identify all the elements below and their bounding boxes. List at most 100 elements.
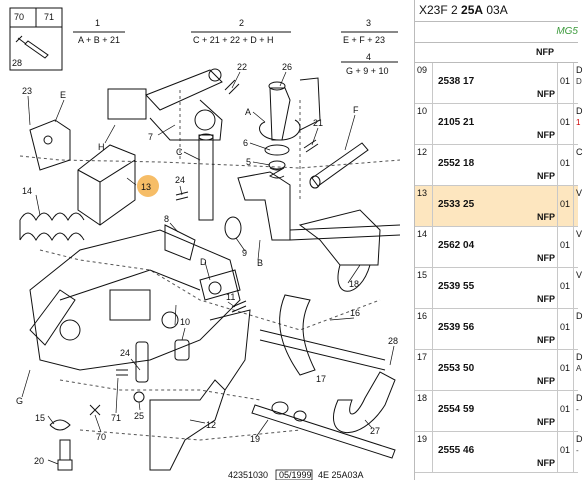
part-description: V	[573, 186, 583, 226]
part-position: 09	[415, 63, 433, 103]
legend-4-formula: G + 9 + 10	[346, 66, 389, 76]
part-position: 14	[415, 227, 433, 267]
part-position: 19	[415, 432, 433, 472]
part-nfp: NFP	[537, 89, 555, 99]
label-71: 71	[111, 413, 121, 423]
footer-date: 05/1999	[279, 470, 312, 480]
label-70: 70	[96, 432, 106, 442]
legend-1-formula: A + B + 21	[78, 35, 121, 45]
part-position: 18	[415, 391, 433, 431]
model-header: X23F 2 25A 03A	[415, 0, 578, 22]
legend-2-formula: C + 21 + 22 + D + H	[193, 35, 274, 45]
model-prefix: X23F 2	[419, 3, 462, 17]
part-reference[interactable]: 2538 17	[438, 76, 475, 87]
label-22: 22	[237, 62, 247, 72]
part-nfp: NFP	[537, 376, 555, 386]
part-quantity: 01	[557, 268, 573, 308]
part-description: D	[573, 104, 583, 144]
label-27: 27	[370, 426, 380, 436]
label-A: A	[245, 107, 251, 117]
part-description: D	[573, 391, 583, 431]
label-8: 8	[164, 214, 169, 224]
part-quantity: 01	[557, 350, 573, 390]
part-row[interactable]: 12 2552 18 NFP 01 C	[415, 145, 583, 186]
callout-highlight	[137, 175, 159, 197]
part-row[interactable]: 09 2538 17 NFP 01 D D	[415, 63, 583, 104]
part-position: 12	[415, 145, 433, 185]
part-row[interactable]: 16 2539 56 NFP 01 D	[415, 309, 583, 350]
part-nfp: NFP	[537, 253, 555, 263]
part-row[interactable]: 19 2555 46 NFP 01 D -	[415, 432, 583, 473]
part-nfp: NFP	[537, 130, 555, 140]
part-description: D	[573, 432, 583, 472]
part-description-extra: -	[576, 405, 579, 414]
corner-legend-28: 28	[12, 58, 23, 68]
corner-legend-70: 70	[14, 12, 25, 22]
part-reference[interactable]: 2552 18	[438, 158, 475, 169]
part-nfp: NFP	[537, 171, 555, 181]
part-quantity: 01	[557, 391, 573, 431]
part-description: V	[573, 227, 583, 267]
label-17: 17	[316, 374, 326, 384]
legend-1: 1	[95, 18, 101, 28]
part-reference[interactable]: 2554 59	[438, 404, 475, 415]
part-description: D	[573, 350, 583, 390]
gearbox-row: MG5	[415, 22, 578, 43]
part-row[interactable]: 15 2539 55 NFP 01 V	[415, 268, 582, 309]
part-nfp: NFP	[537, 417, 555, 427]
label-28: 28	[388, 336, 398, 346]
label-D: D	[200, 257, 207, 267]
gearbox-code: MG5	[556, 26, 578, 37]
part-nfp: NFP	[537, 335, 555, 345]
label-F: F	[353, 105, 359, 115]
legend-4: 4	[366, 52, 372, 62]
label-6: 6	[243, 138, 248, 148]
model-bold: 25A	[461, 3, 484, 17]
label-20: 20	[34, 456, 44, 466]
label-23a: 23	[22, 86, 32, 96]
part-reference[interactable]: 2539 55	[438, 281, 475, 292]
parts-list-panel: X23F 2 25A 03A MG5 NFP 09 2538 17 NFP 01…	[414, 0, 583, 480]
legend-3-formula: E + F + 23	[343, 35, 386, 45]
part-row[interactable]: 17 2553 50 NFP 01 D A	[415, 350, 583, 391]
part-nfp: NFP	[537, 294, 555, 304]
footer-ref: 42351030	[228, 470, 268, 480]
part-reference[interactable]: 2105 21	[438, 117, 475, 128]
corner-legend-71: 71	[44, 12, 55, 22]
part-description: C	[573, 145, 583, 185]
legend-2: 2	[239, 18, 245, 28]
part-reference[interactable]: 2539 56	[438, 322, 475, 333]
label-18: 18	[349, 279, 359, 289]
label-15: 15	[35, 413, 45, 423]
part-row[interactable]: 18 2554 59 NFP 01 D -	[415, 391, 583, 432]
part-reference[interactable]: 2553 50	[438, 363, 475, 374]
label-7: 7	[148, 132, 153, 142]
footer-code: 4E 25A03A	[318, 470, 364, 480]
part-description-extra: -	[576, 446, 579, 455]
label-25: 25	[134, 411, 144, 421]
part-row[interactable]: 14 2562 04 NFP 01 V	[415, 227, 582, 268]
part-description-extra: D	[576, 77, 582, 86]
part-row[interactable]: 10 2105 21 NFP 01 D 1	[415, 104, 583, 145]
label-16: 16	[350, 308, 360, 318]
part-reference[interactable]: 2555 46	[438, 445, 475, 456]
part-row-selected[interactable]: 13 2533 25 NFP 01 V	[415, 186, 582, 227]
part-position: 15	[415, 268, 433, 308]
part-reference[interactable]: 2562 04	[438, 240, 475, 251]
label-13: 13	[141, 182, 151, 192]
nfp-header: NFP	[536, 47, 554, 57]
part-position: 17	[415, 350, 433, 390]
label-5: 5	[246, 157, 251, 167]
part-position: 10	[415, 104, 433, 144]
part-quantity: 01	[557, 145, 573, 185]
bolt-icon	[15, 35, 49, 59]
label-E: E	[60, 90, 66, 100]
label-21: 21	[313, 118, 323, 128]
part-reference[interactable]: 2533 25	[438, 199, 475, 210]
diagram-canvas: 23 E H 7 22 26 A 21 F 6 5 C 13 24 14 8 9…	[9, 7, 401, 480]
part-quantity: 01	[557, 186, 573, 226]
label-24b: 24	[120, 348, 130, 358]
part-description: D	[573, 63, 583, 103]
label-26: 26	[282, 62, 292, 72]
nfp-header-row: NFP	[415, 43, 578, 63]
